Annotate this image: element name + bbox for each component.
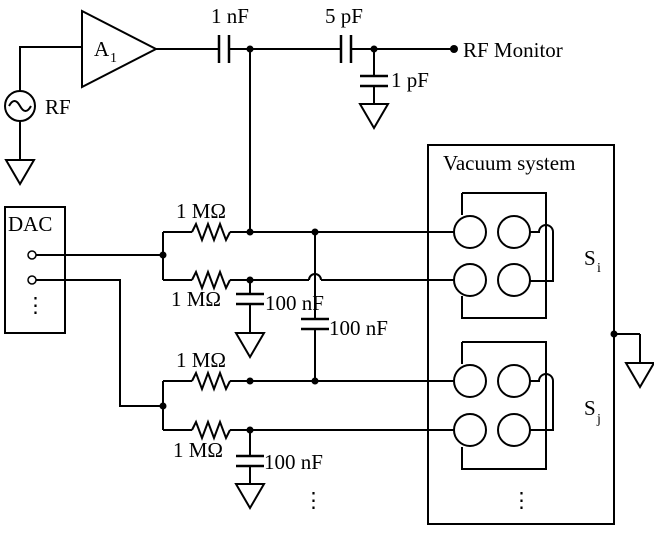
cap-1pf [360,49,388,104]
si-label: S [584,246,596,270]
amplifier-label: A [94,37,110,61]
rf-line-top [156,35,452,63]
res-label-4: 1 MΩ [173,438,223,462]
junction-dot [610,330,618,338]
dac-label: DAC [8,212,52,236]
ground-symbol-1pf [358,103,390,130]
junction-dot [246,228,254,236]
junction-dot [311,377,319,385]
cap-5pf-label: 5 pF [325,4,363,28]
resistor-network-i [162,221,455,291]
cap-100nf-label-2: 100 nF [264,450,323,474]
si-label-sub: i [597,261,601,276]
resistor-network-j [162,370,455,441]
amplifier-a1 [81,9,159,89]
rf-source-label: RF [45,95,71,119]
junction-dot [159,251,167,259]
dac-output-1 [27,250,37,260]
ground-symbol-100nf-i [234,332,266,359]
cap-100nf-i [236,280,264,333]
dac-output-2 [27,275,37,285]
res-label-2: 1 MΩ [171,287,221,311]
amplifier-label-sub: 1 [110,51,117,66]
electrode-set-i [453,192,554,319]
dac-wire-2 [36,279,163,407]
cap-1nf-label: 1 nF [211,4,249,28]
vacuum-ellipsis: ⋮ [511,488,532,512]
vacuum-system-box [427,144,615,525]
junction-dot [159,402,167,410]
cap-100nf-mid [301,232,329,381]
sj-label: S [584,396,596,420]
ground-symbol-100nf-j [234,483,266,510]
cap-100nf-j [236,430,264,484]
rf-monitor-label: RF Monitor [463,38,563,62]
ground-symbol-rf [4,159,36,186]
rf-source [4,46,82,160]
sj-label-sub: j [596,412,601,427]
cap-1pf-label: 1 pF [391,68,429,92]
vacuum-ground [614,333,654,389]
vacuum-system-label: Vacuum system [443,151,575,175]
dac-ellipsis: ⋮ [25,293,46,317]
res-label-3: 1 MΩ [176,348,226,372]
res-label-1: 1 MΩ [176,199,226,223]
cap-100nf-label-mid: 100 nF [329,316,388,340]
bottom-ellipsis: ⋮ [303,488,324,512]
dac-box [4,206,66,334]
rf-monitor-terminal [450,45,458,53]
electrode-set-j [453,341,554,470]
junction-dot [246,377,254,385]
